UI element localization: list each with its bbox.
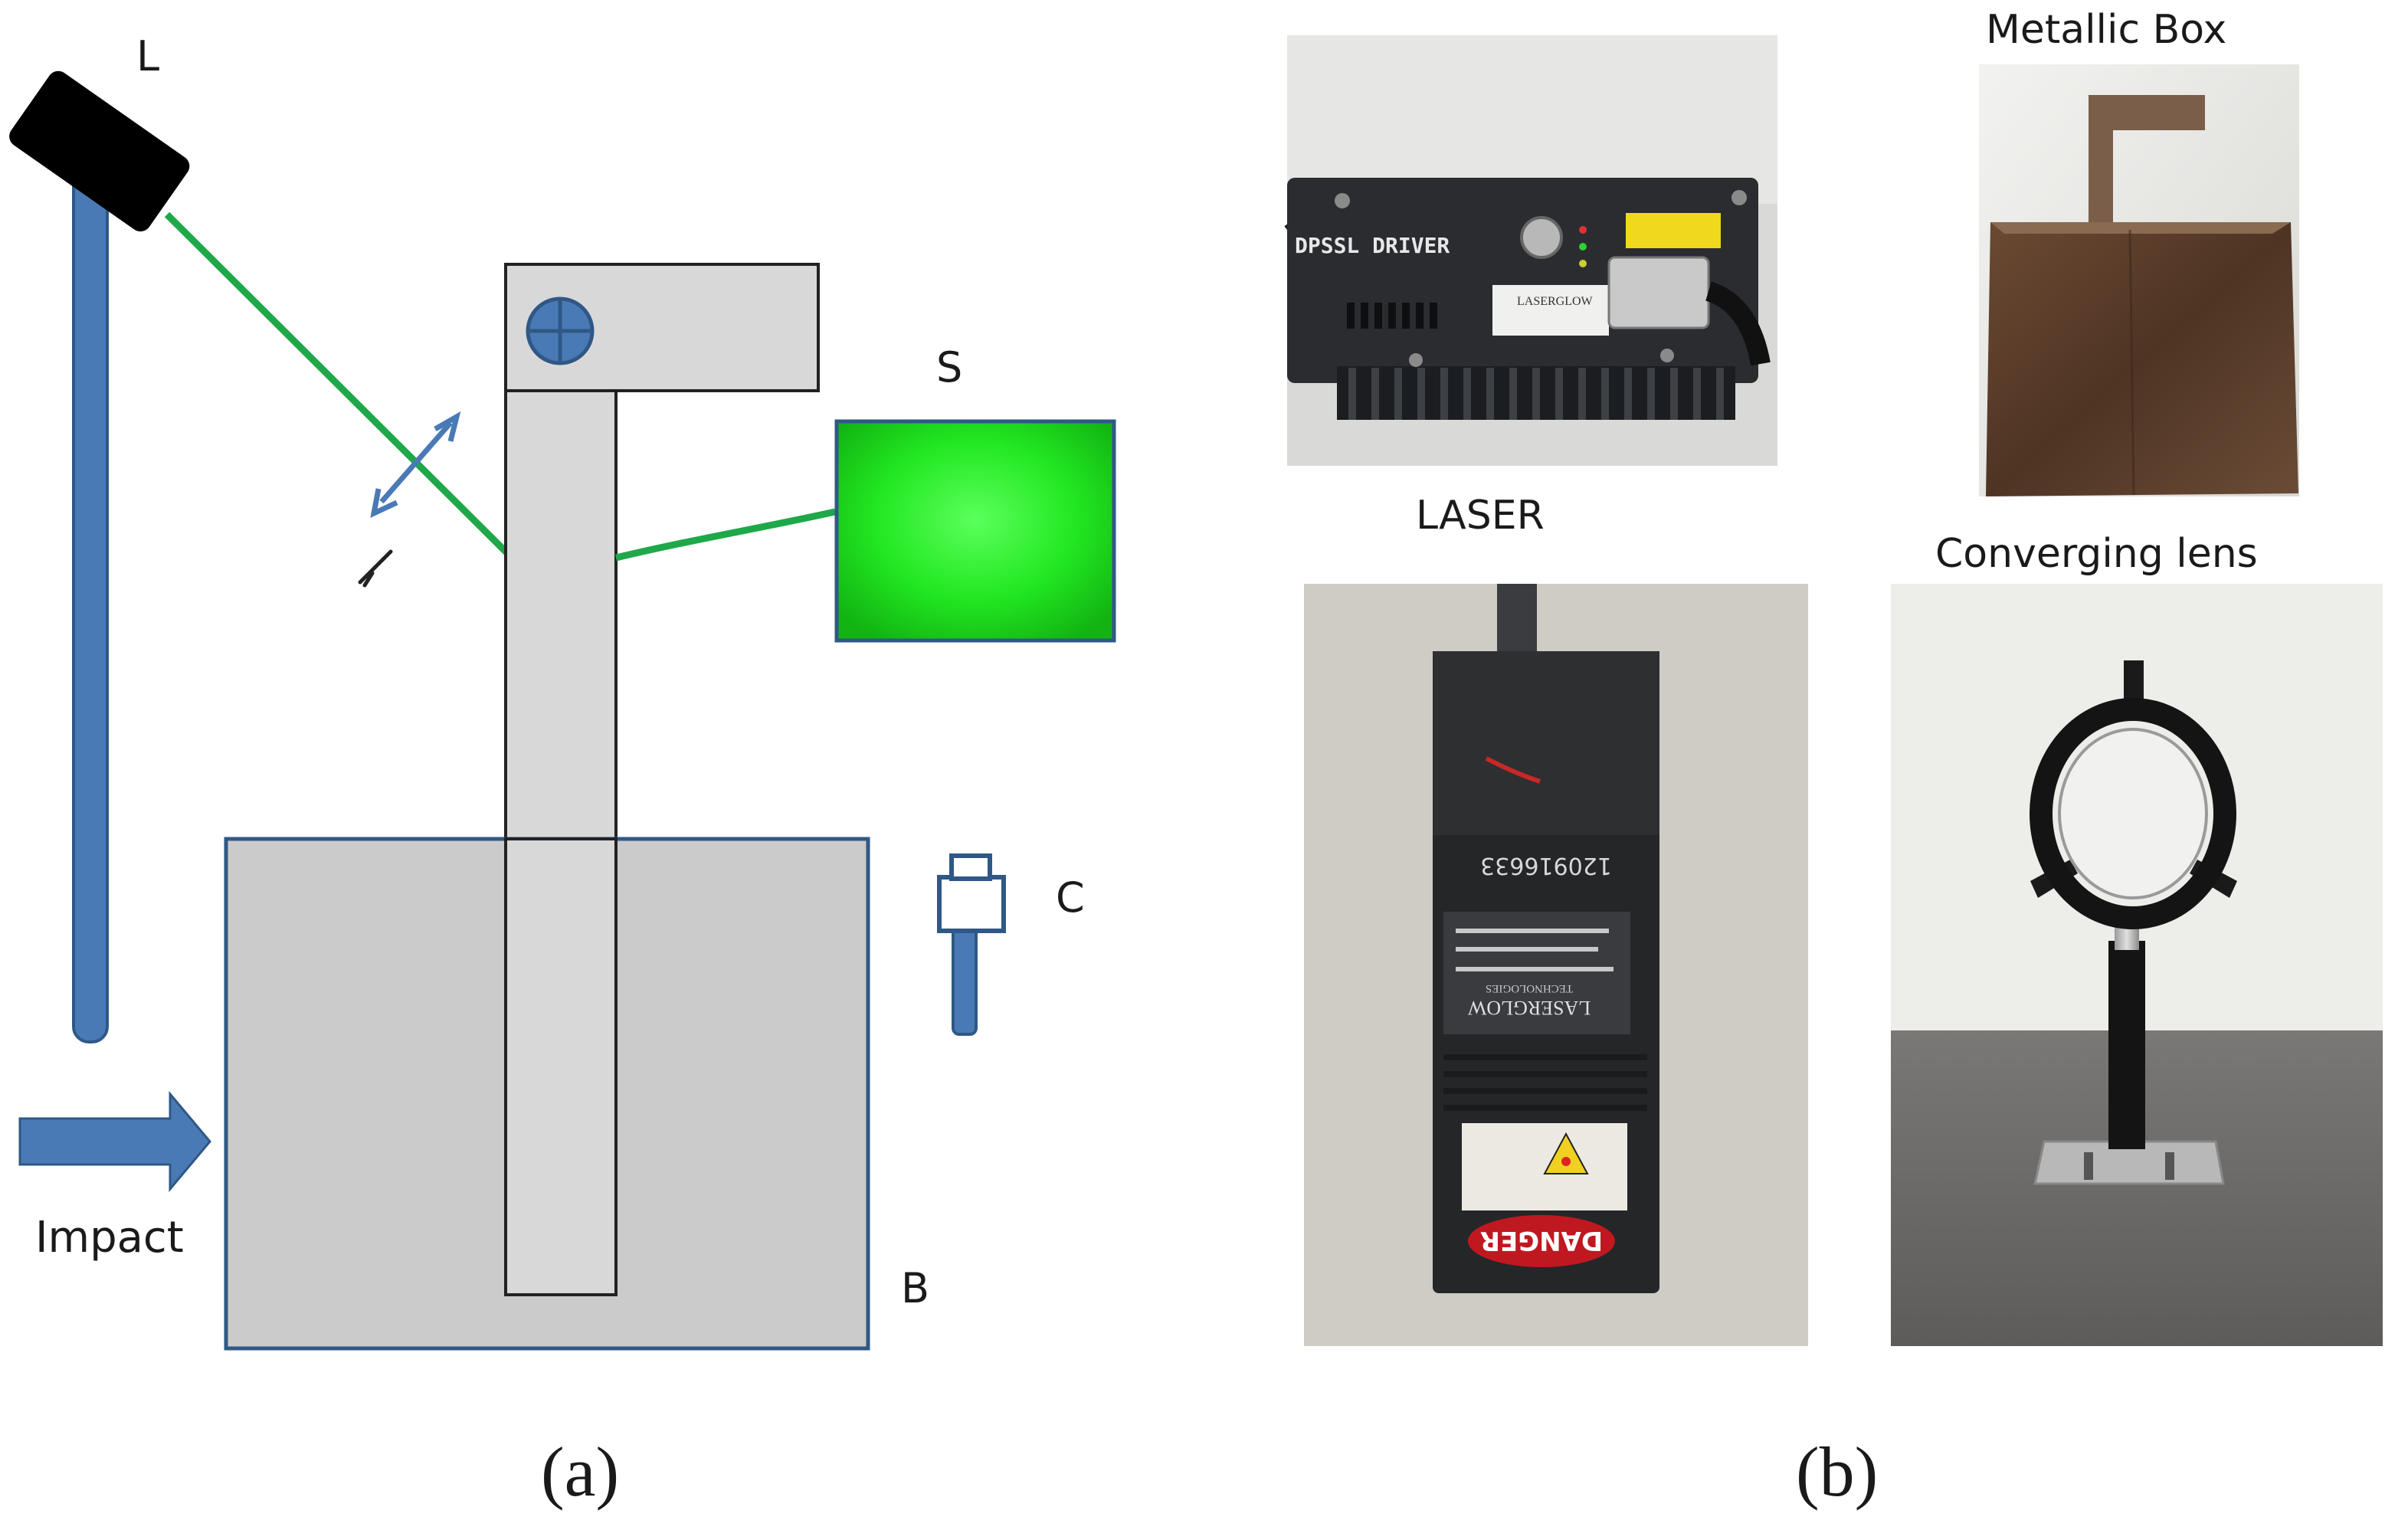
specimen-beam-front	[504, 837, 618, 1296]
bolt-icon	[526, 296, 595, 365]
label-metallic-box: Metallic Box	[1986, 7, 2226, 53]
label-impact: Impact	[35, 1213, 184, 1263]
photo-metallic-box	[1979, 64, 2299, 496]
photo-laser-driver: DPSSL DRIVER LASERGLOW	[1284, 35, 1777, 466]
driver-brand-text: LASERGLOW	[1517, 295, 1594, 308]
danger-text: DANGER	[1480, 1225, 1603, 1256]
incident-laser-beam	[164, 211, 510, 556]
photo-laser-head: 120916633 LASERGLOW TECHNOLOGIES	[1304, 584, 1808, 1346]
laser-body-icon	[9, 70, 190, 232]
caption-a: (a)	[541, 1433, 619, 1511]
label-screen-S: S	[936, 343, 962, 391]
label-laser-L: L	[136, 32, 159, 80]
label-converging-lens: Converging lens	[1935, 531, 2258, 577]
lens-motion-arrow-icon	[370, 411, 461, 519]
panel-b-photos: DPSSL DRIVER LASERGLOW	[1284, 7, 2383, 1511]
label-laser-photo: LASER	[1416, 493, 1545, 539]
danger-badge	[1468, 1215, 1615, 1267]
photo-converging-lens	[1891, 584, 2383, 1346]
caption-b: (b)	[1796, 1433, 1878, 1511]
laser-brand-text: LASERGLOW	[1467, 997, 1591, 1019]
label-camera-C: C	[1056, 873, 1085, 922]
laser-serial-text: 120916633	[1480, 852, 1612, 879]
key-switch-icon	[1520, 216, 1563, 259]
impact-arrow-icon	[18, 1090, 211, 1193]
label-box-B: B	[901, 1264, 929, 1312]
lens-ring-icon	[2030, 698, 2236, 929]
projection-screen	[834, 419, 1116, 643]
laser-post	[72, 159, 109, 1043]
lens-glyph-icon	[358, 549, 393, 588]
reflected-laser-beam	[614, 508, 836, 562]
driver-label-text: DPSSL DRIVER	[1295, 233, 1450, 258]
panel-a-schematic: L S C B Impact (a)	[9, 32, 1116, 1511]
camera-icon	[937, 853, 1006, 1036]
laser-brand-sub-text: TECHNOLOGIES	[1486, 982, 1573, 994]
